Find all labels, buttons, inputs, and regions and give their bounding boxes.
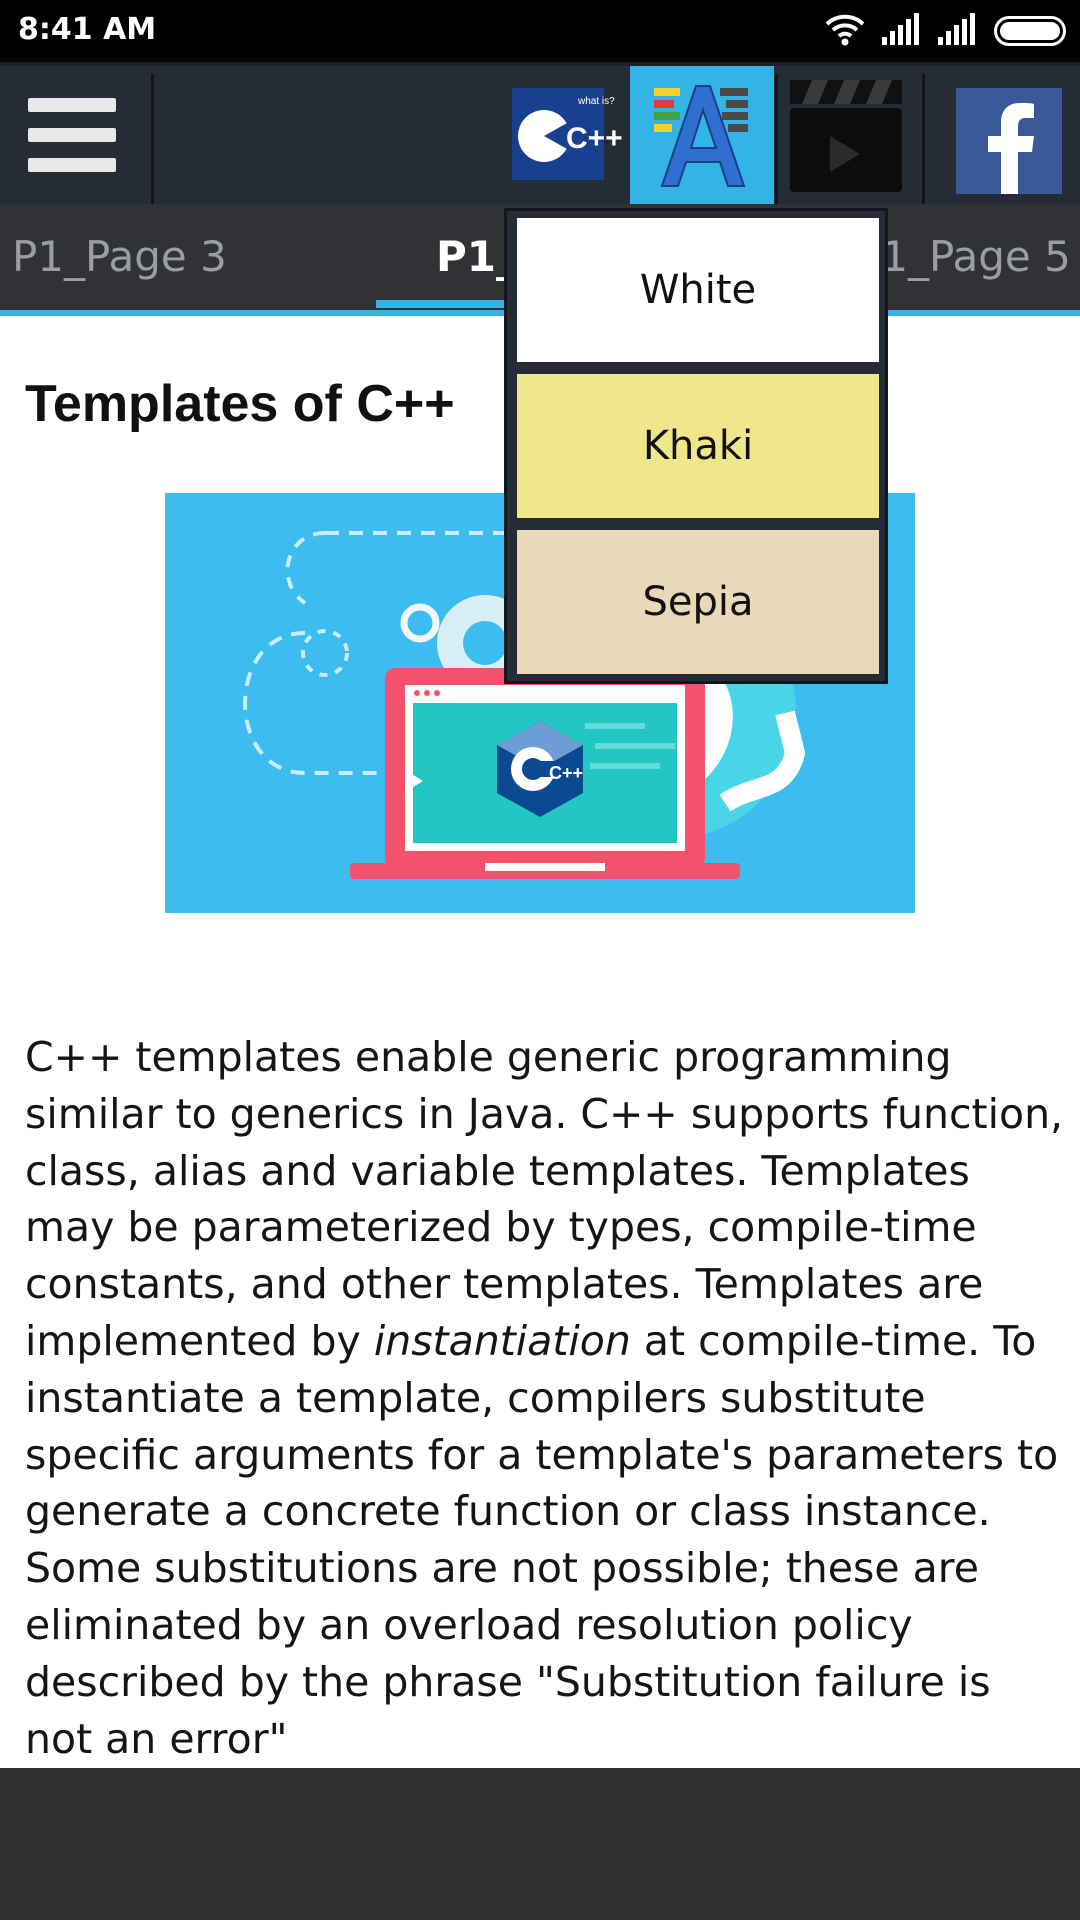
tab-p1-page-5[interactable]: P1_Page 5 xyxy=(856,232,1071,281)
status-bar: 8:41 AM xyxy=(0,0,1080,62)
wifi-icon xyxy=(824,12,866,51)
background-color-menu: White Khaki Sepia xyxy=(504,208,888,684)
video-button[interactable] xyxy=(778,66,920,204)
what-is-text: what is? xyxy=(577,96,615,107)
toolbar: C++ what is? xyxy=(0,62,1080,204)
bottom-area xyxy=(0,1768,1080,1920)
signal-icon xyxy=(882,12,922,50)
toolbar-divider xyxy=(922,74,925,204)
clapperboard-icon xyxy=(790,80,902,192)
facebook-button[interactable] xyxy=(926,66,1080,204)
status-icons xyxy=(824,12,1066,51)
menu-button[interactable] xyxy=(0,66,152,204)
toolbar-divider xyxy=(151,74,154,204)
status-time: 8:41 AM xyxy=(18,12,157,47)
article-body: C++ templates enable generic programming… xyxy=(25,1033,1064,1763)
color-option-khaki[interactable]: Khaki xyxy=(517,374,879,518)
what-is-cpp-button[interactable]: C++ what is? xyxy=(508,66,628,204)
facebook-icon xyxy=(956,88,1062,194)
toolbar-divider xyxy=(775,74,778,204)
cpp-logo-text: C++ xyxy=(566,122,623,155)
color-option-white[interactable]: White xyxy=(517,218,879,362)
page-title: Templates of C++ xyxy=(25,375,455,433)
tab-p1-page-3[interactable]: P1_Page 3 xyxy=(12,232,227,281)
battery-icon xyxy=(994,16,1066,46)
color-option-sepia[interactable]: Sepia xyxy=(517,530,879,674)
cpp-logo-icon: C++ what is? xyxy=(512,88,623,180)
signal-icon xyxy=(938,12,978,50)
illustration-cpp-logo-text: C++ xyxy=(549,763,583,783)
font-style-icon xyxy=(654,85,748,187)
emphasis-instantiation: instantiation xyxy=(373,1316,631,1365)
font-style-button[interactable] xyxy=(630,66,774,204)
